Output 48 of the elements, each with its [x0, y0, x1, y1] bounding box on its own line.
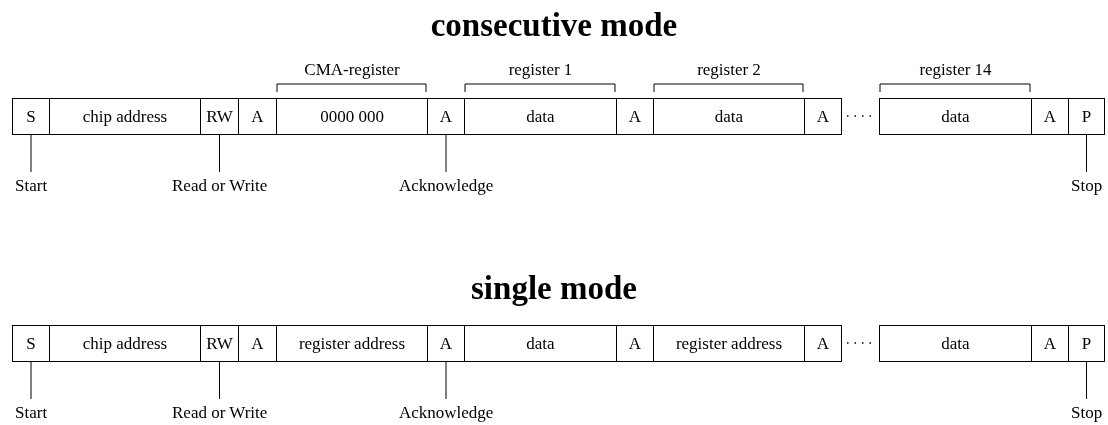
field-cell: RW [200, 98, 239, 135]
register-label: register 1 [507, 60, 574, 80]
field-cell: A [1031, 98, 1069, 135]
register-label: register 2 [696, 60, 762, 80]
field-cell: register address [276, 325, 428, 362]
field-cell: A [616, 98, 654, 135]
field-cell: A [427, 325, 465, 362]
field-cell: A [238, 325, 277, 362]
leader-line [219, 361, 220, 400]
leader-label: Start [15, 176, 48, 196]
field-cell: data [464, 98, 617, 135]
field-cell: S [12, 98, 50, 135]
field-cell: data [879, 325, 1032, 362]
field-cell: chip address [49, 325, 201, 362]
field-cell: data [464, 325, 617, 362]
leader-line [445, 134, 447, 173]
section-heading: single mode [470, 269, 638, 308]
field-cell: 0000 000 [276, 98, 428, 135]
leader-label: Read or Write [172, 176, 268, 196]
field-cell: P [1068, 98, 1105, 135]
section-heading: consecutive mode [429, 6, 679, 45]
leader-line [30, 134, 32, 173]
field-cell: S [12, 325, 50, 362]
field-cell: A [238, 98, 277, 135]
leader-label: Read or Write [172, 403, 268, 423]
field-cell: RW [200, 325, 239, 362]
register-label: CMA-register [303, 60, 401, 80]
leader-label: Acknowledge [399, 176, 494, 196]
register-label: register 14 [918, 60, 993, 80]
field-cell: A [804, 98, 842, 135]
leader-line [1086, 361, 1087, 400]
leader-line [1086, 134, 1087, 173]
field-cell: chip address [49, 98, 201, 135]
leader-line [219, 134, 220, 173]
field-cell: data [653, 98, 805, 135]
leader-line [445, 361, 447, 400]
field-cell: A [616, 325, 654, 362]
field-cell: A [1031, 325, 1069, 362]
field-cell: A [427, 98, 465, 135]
leader-label: Start [15, 403, 48, 423]
leader-line [30, 361, 32, 400]
field-cell: register address [653, 325, 805, 362]
leader-label: Stop [1071, 176, 1103, 196]
leader-label: Stop [1071, 403, 1103, 423]
field-cell: data [879, 98, 1032, 135]
field-cell: P [1068, 325, 1105, 362]
leader-label: Acknowledge [399, 403, 494, 423]
field-cell: A [804, 325, 842, 362]
